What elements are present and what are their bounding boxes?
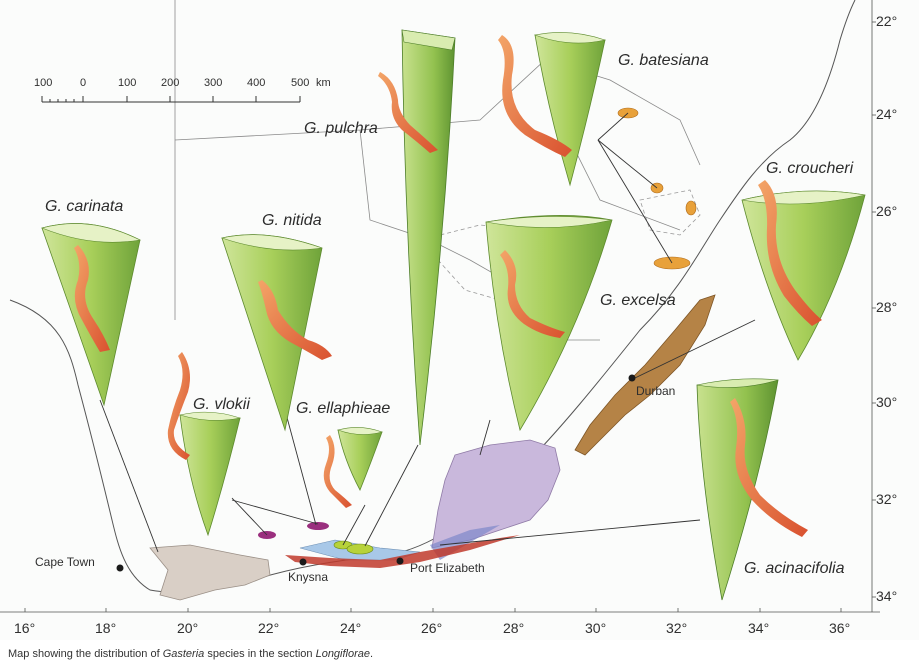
knysna-marker <box>299 558 307 566</box>
lon-label-30: 30° <box>585 620 607 636</box>
plant-nitida-illustration <box>220 234 332 432</box>
caption-prefix: Map showing the distribution of <box>8 648 163 660</box>
scale-bar-line <box>41 96 301 103</box>
range-ellaphieae-2 <box>346 543 374 555</box>
figure-caption: Map showing the distribution of Gasteria… <box>8 648 373 660</box>
port-elizabeth-marker <box>396 557 404 565</box>
species-label-vlokii: G. vlokii <box>193 396 250 413</box>
lon-label-32: 32° <box>666 620 688 636</box>
scale-tick-4: 300 <box>204 77 223 89</box>
caption-genus: Gasteria <box>162 648 205 660</box>
leader-lines <box>99 112 756 553</box>
city-label-port-elizabeth: Port Elizabeth <box>410 561 485 575</box>
species-label-nitida: G. nitida <box>262 212 322 229</box>
lat-axis <box>871 0 876 612</box>
range-nitida <box>307 522 329 530</box>
scale-tick-1: 0 <box>80 77 87 89</box>
caption-suffix: . <box>370 648 374 660</box>
cape-town-marker <box>116 564 124 572</box>
lat-label-32: 32° <box>876 491 898 507</box>
city-label-cape-town: Cape Town <box>35 555 95 569</box>
species-label-ellaphieae: G. ellaphieae <box>296 400 391 417</box>
range-carinata <box>149 544 271 601</box>
lon-label-18: 18° <box>95 620 117 636</box>
scale-tick-5: 400 <box>247 77 266 89</box>
range-croucheri <box>574 294 716 456</box>
species-label-excelsa: G. excelsa <box>600 292 676 309</box>
species-label-carinata: G. carinata <box>45 198 124 215</box>
lat-label-28: 28° <box>876 299 898 315</box>
plant-excelsa-illustration <box>485 215 613 432</box>
plant-croucheri-illustration <box>741 180 866 361</box>
lon-label-34: 34° <box>748 620 770 636</box>
lat-label-34: 34° <box>876 588 898 604</box>
range-batesiana-3 <box>685 200 697 216</box>
scale-tick-3: 200 <box>161 77 180 89</box>
scale-tick-6: 500 <box>291 77 310 89</box>
lon-axis <box>0 608 880 613</box>
range-acinacifolia <box>285 535 520 568</box>
range-excelsa <box>431 439 561 549</box>
plant-carinata-illustration <box>41 223 141 407</box>
lon-label-26: 26° <box>421 620 443 636</box>
species-label-acinacifolia: G. acinacifolia <box>744 560 845 577</box>
lon-label-28: 28° <box>503 620 525 636</box>
caption-middle: species in the section <box>204 648 316 660</box>
plant-acinacifolia-illustration <box>696 378 808 601</box>
lat-label-26: 26° <box>876 203 898 219</box>
species-label-croucheri: G. croucheri <box>766 160 854 177</box>
lat-label-24: 24° <box>876 106 898 122</box>
caption-section: Longiflorae <box>315 648 371 660</box>
lon-label-22: 22° <box>258 620 280 636</box>
species-label-pulchra: G. pulchra <box>304 120 378 137</box>
lat-label-22: 22° <box>876 13 898 29</box>
city-label-knysna: Knysna <box>288 570 329 584</box>
durban-marker <box>628 374 636 382</box>
species-label-batesiana: G. batesiana <box>618 52 709 69</box>
scale-unit: km <box>316 77 331 89</box>
plant-pulchra-illustration <box>378 29 456 446</box>
lon-label-20: 20° <box>177 620 199 636</box>
plant-batesiana-illustration <box>498 32 607 187</box>
lat-label-30: 30° <box>876 394 898 410</box>
lon-label-16: 16° <box>14 620 36 636</box>
scale-tick-0: 100 <box>34 77 53 89</box>
city-label-durban: Durban <box>636 384 676 398</box>
plant-vlokii-illustration <box>167 352 242 537</box>
lon-label-36: 36° <box>829 620 851 636</box>
scale-tick-2: 100 <box>118 77 137 89</box>
map-area: 100 0 100 200 300 400 500 km G. carinata… <box>0 0 898 636</box>
plant-ellaphieae-illustration <box>323 427 383 508</box>
lon-label-24: 24° <box>340 620 362 636</box>
border-dashed-2 <box>639 189 701 236</box>
